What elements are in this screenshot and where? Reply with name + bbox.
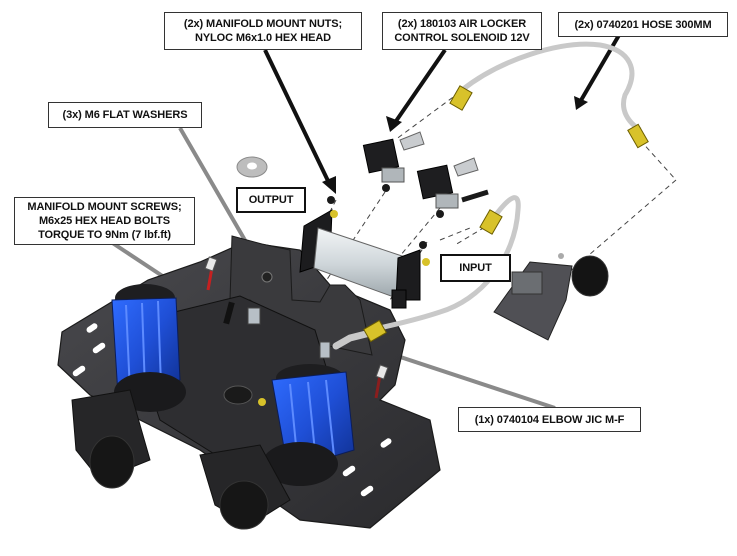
housing-port: [223, 385, 253, 405]
plate-slots: [72, 323, 392, 497]
leader-elbow: [375, 347, 556, 410]
intake-filter-left: [89, 435, 135, 489]
pressure-switch-right: [319, 341, 331, 359]
callout-line: (2x) MANIFOLD MOUNT NUTS;: [183, 18, 343, 30]
flat-washer: [236, 156, 268, 178]
elbow-fitting: [332, 330, 370, 350]
leader-manifold-nuts: [263, 49, 332, 186]
manifold-nut: [419, 241, 427, 249]
hose-upper: [460, 41, 642, 133]
callout-line: (1x) 0740104 ELBOW JIC M-F: [474, 413, 625, 426]
hose-fitting-upper-a: [449, 85, 473, 111]
intake-filter-right: [219, 480, 269, 530]
leader-hose: [578, 28, 624, 104]
power-wire-right: [374, 374, 382, 399]
air-tank-manifold: [299, 209, 430, 309]
callout-line: MANIFOLD MOUNT SCREWS;: [27, 201, 182, 213]
callout-hose-300mm: (2x) 0740201 HOSE 300MM: [558, 12, 728, 37]
label-input: INPUT: [440, 254, 511, 282]
hose-fitting-lower-a: [479, 209, 503, 235]
callout-line: INPUT: [459, 262, 492, 274]
compressor-right: [199, 364, 355, 530]
callout-line: (2x) 180103 AIR LOCKER: [397, 18, 527, 30]
callout-line: (3x) M6 FLAT WASHERS: [62, 109, 188, 121]
callout-manifold-mount-screws: MANIFOLD MOUNT SCREWS; M6x25 HEX HEAD BO…: [14, 197, 195, 245]
tank-brass-fitting-input: [422, 258, 430, 266]
callout-air-locker-solenoid: (2x) 180103 AIR LOCKER CONTROL SOLENOID …: [382, 12, 542, 50]
housing-brass-fitting: [258, 398, 266, 406]
wire-terminal-left: [204, 256, 218, 272]
callout-line: TORQUE TO 9Nm (7 lbf.ft): [38, 229, 171, 241]
manifold-mount-screw: [223, 301, 235, 325]
callout-line: OUTPUT: [248, 194, 294, 206]
pressure-switch-left: [247, 307, 261, 325]
hose-fitting-lower-b: [363, 319, 387, 343]
leader-solenoid: [392, 48, 447, 126]
wire-terminal-right: [375, 364, 389, 380]
tank-brass-fitting-output: [330, 210, 338, 218]
callout-flat-washers: (3x) M6 FLAT WASHERS: [48, 102, 202, 128]
bracket-bolt-hole: [261, 271, 273, 283]
arrowhead-solenoid: [386, 116, 402, 132]
callout-manifold-mount-nuts: (2x) MANIFOLD MOUNT NUTS; NYLOC M6x1.0 H…: [164, 12, 362, 50]
manifold-nut: [327, 196, 335, 204]
solenoid-lower: [416, 157, 489, 218]
solenoid-upper: [362, 131, 425, 192]
callout-line: NYLOC M6x1.0 HEX HEAD: [194, 32, 332, 44]
compressor-left: [71, 284, 186, 489]
hose-fitting-upper-b: [627, 123, 649, 149]
callout-elbow-jic: (1x) 0740104 ELBOW JIC M-F: [458, 407, 641, 432]
gauge-bracket-assembly: [493, 253, 609, 341]
callout-line: (2x) 0740201 HOSE 300MM: [574, 18, 712, 31]
callout-line: CONTROL SOLENOID 12V: [394, 32, 530, 44]
leader-lines: [106, 28, 624, 410]
callout-line: M6x25 HEX HEAD BOLTS: [38, 215, 171, 227]
label-output: OUTPUT: [236, 187, 306, 213]
arrowhead-hose: [574, 96, 588, 110]
arrowhead-manifold-nuts: [322, 176, 336, 194]
